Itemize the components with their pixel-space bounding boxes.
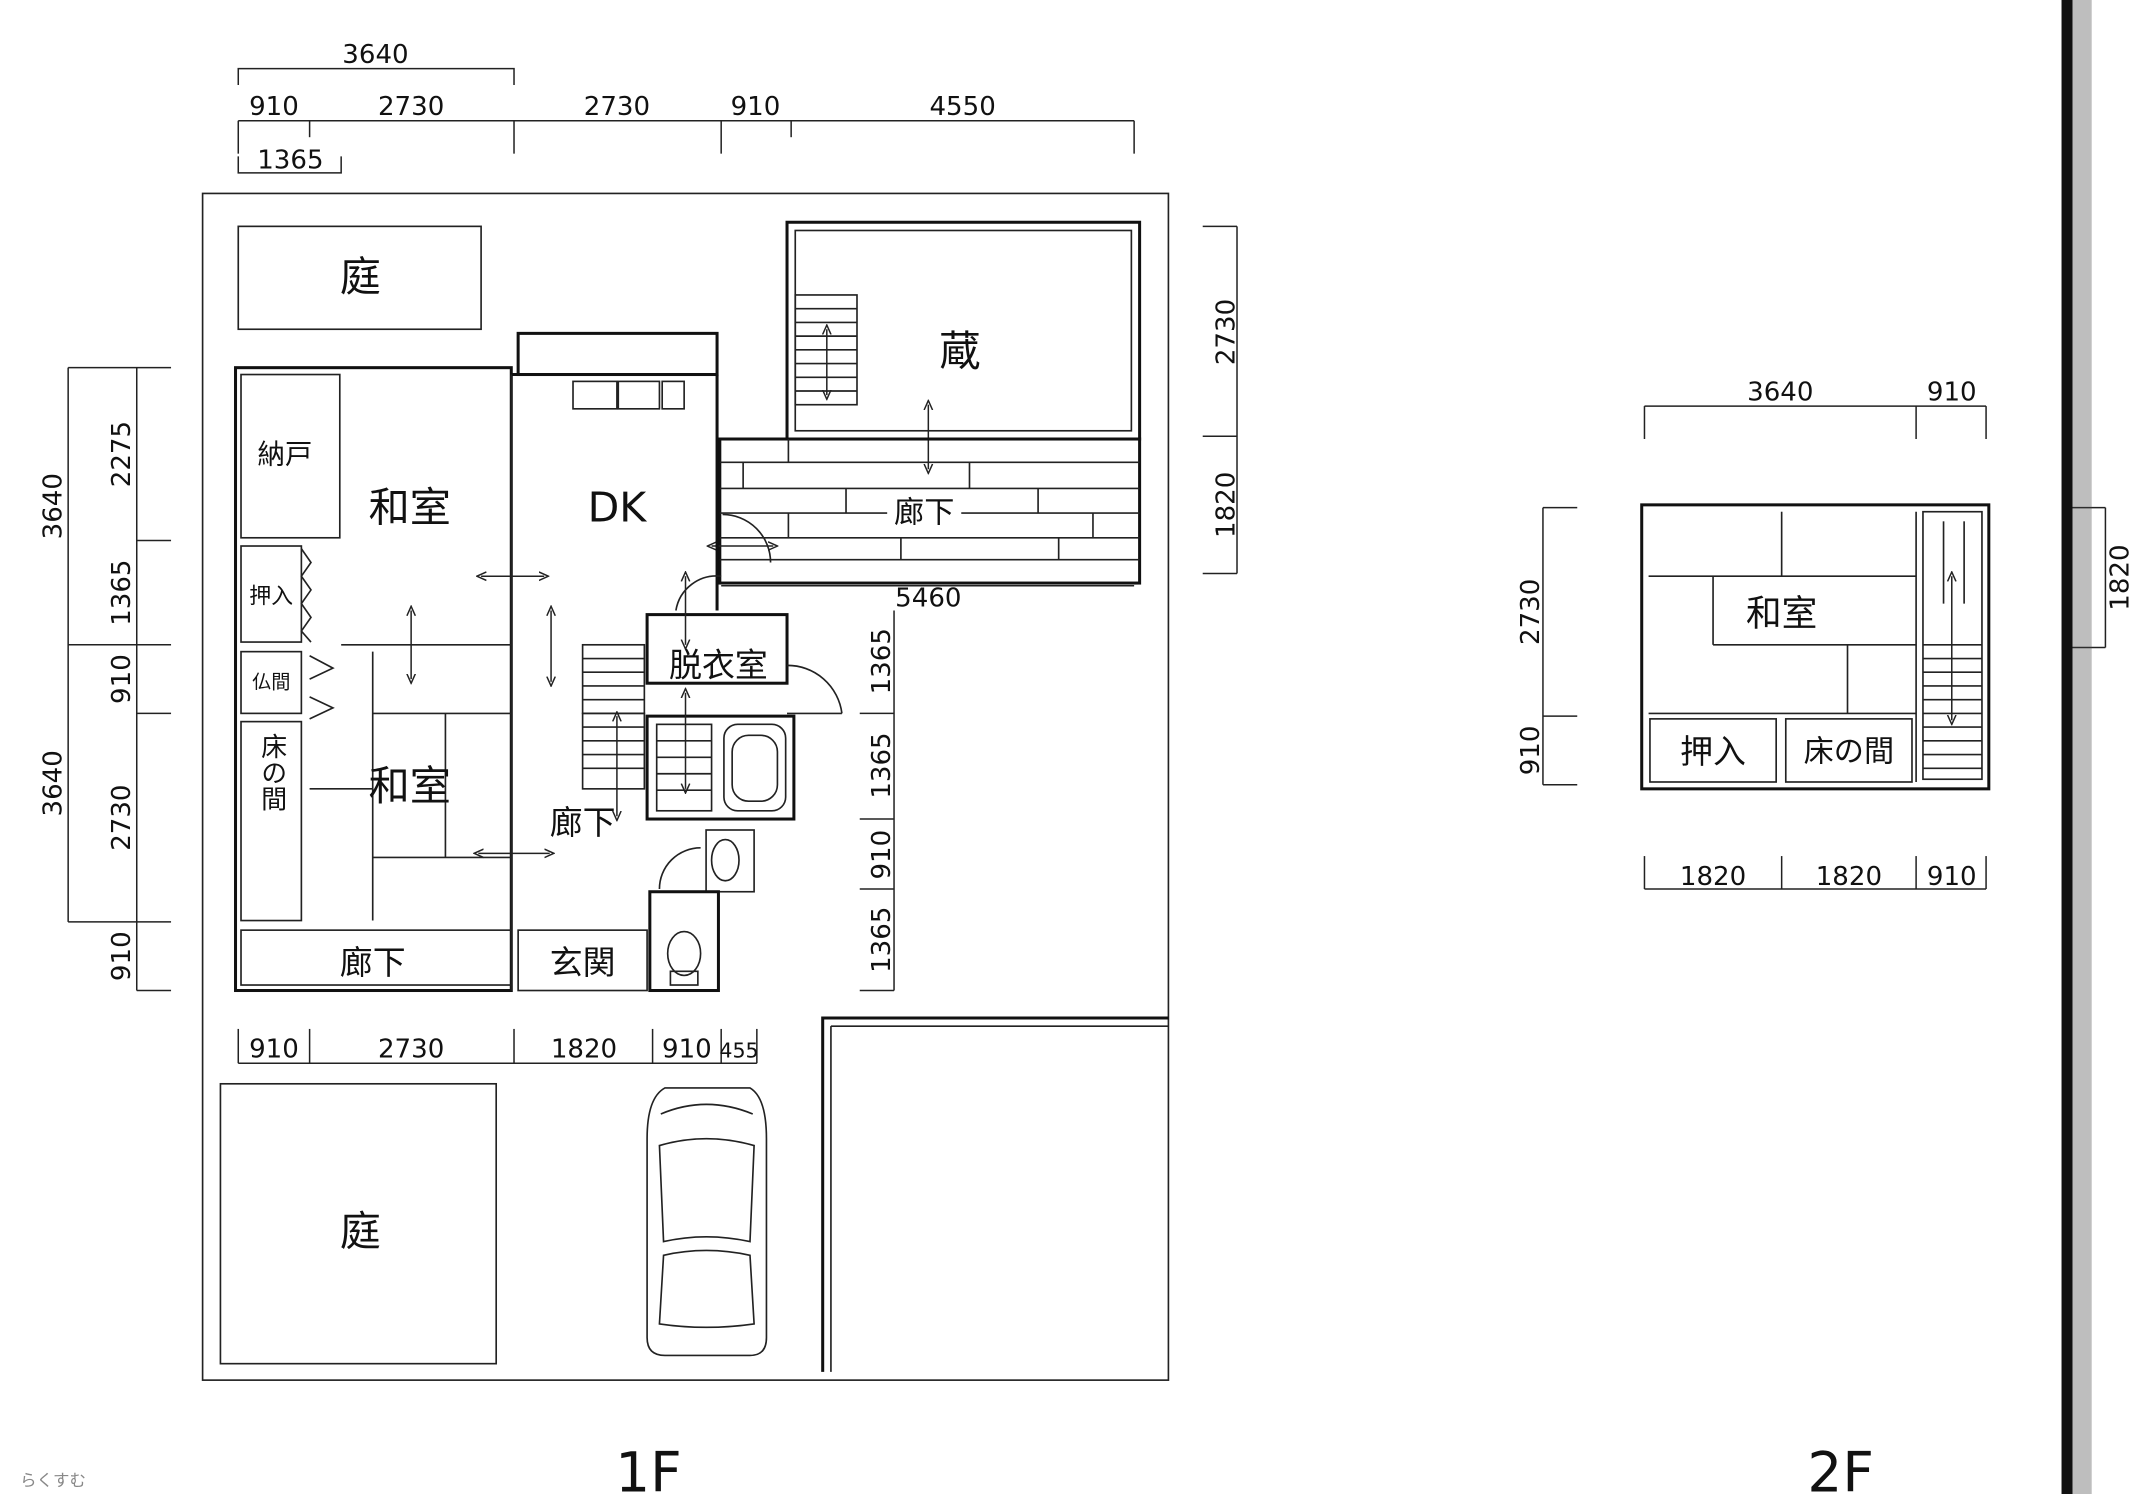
closet-1f-label: 押入 bbox=[249, 585, 293, 610]
stairs-lower bbox=[581, 712, 646, 790]
hall-south bbox=[240, 929, 513, 986]
tokonoma-1f bbox=[240, 720, 303, 922]
garden-bottom-label: 庭 bbox=[340, 1208, 381, 1256]
dim-left-inner-3: 2730 bbox=[107, 785, 137, 851]
washitsu-2-label: 和室 bbox=[369, 762, 451, 810]
floor-1-label: 1F bbox=[615, 1440, 681, 1494]
dim-2f-left-1: 910 bbox=[1516, 726, 1546, 776]
dim-bottom-4: 455 bbox=[719, 1039, 758, 1063]
sink bbox=[572, 380, 618, 410]
closet-1f bbox=[240, 545, 303, 643]
dim-2f-right-0: 1820 bbox=[2106, 544, 2136, 610]
dim-bottom-2: 1820 bbox=[551, 1035, 617, 1065]
dim-hall: 5460 bbox=[895, 583, 961, 613]
dim-top-2-1: 2730 bbox=[378, 92, 444, 122]
dim-top-3-0: 1365 bbox=[257, 146, 323, 176]
floor-2-label: 2F bbox=[1807, 1440, 1873, 1494]
bathtub-icon bbox=[723, 723, 787, 812]
dim-bottom-0: 910 bbox=[249, 1035, 299, 1065]
dim-left-inner-1: 1365 bbox=[107, 560, 137, 626]
stove-icon bbox=[661, 380, 685, 410]
dim-2f-bottom-2: 910 bbox=[1927, 862, 1977, 892]
dim-right-kura-0: 2730 bbox=[1211, 299, 1241, 365]
washitsu-1-label: 和室 bbox=[369, 483, 451, 531]
floor-1-dimensions: 3640 910 2730 2730 910 4550 1365 3640 36… bbox=[38, 40, 1241, 1065]
floor-1-plan: 庭 蔵 廊下 bbox=[201, 192, 1170, 1499]
dim-left-inner-0: 2275 bbox=[107, 421, 137, 487]
tokonoma-1f-label: 床の間 bbox=[256, 733, 287, 811]
site-boundary bbox=[201, 192, 1170, 1381]
hall-north bbox=[718, 437, 1142, 585]
dim-left-outer-0: 3640 bbox=[38, 473, 68, 539]
dim-right-mid-3: 1365 bbox=[867, 907, 897, 973]
hall-north-label: 廊下 bbox=[894, 496, 954, 531]
dim-top-2-0: 910 bbox=[249, 92, 299, 122]
floor-2-dimensions: 3640 910 2730 910 1820 1820 1820 910 bbox=[1516, 378, 2136, 892]
dim-top-2-2: 2730 bbox=[584, 92, 650, 122]
dim-top-2-3: 910 bbox=[731, 92, 781, 122]
floor-2-outline bbox=[1640, 503, 1991, 791]
dk-window-bay bbox=[516, 331, 719, 377]
dim-left-inner-4: 910 bbox=[107, 931, 137, 981]
car-icon bbox=[646, 1087, 768, 1357]
garden-bottom bbox=[219, 1082, 498, 1365]
tokonoma-2f-label: 床の間 bbox=[1804, 734, 1895, 769]
entrance-label: 玄関 bbox=[550, 943, 616, 982]
dim-bottom-3: 910 bbox=[662, 1035, 712, 1065]
storehouse-label: 蔵 bbox=[939, 327, 980, 375]
stairs-upper bbox=[581, 643, 646, 715]
butsuma-label: 仏間 bbox=[252, 671, 290, 694]
garden-top bbox=[237, 225, 482, 331]
parking-divider bbox=[821, 1016, 1169, 1372]
bathroom bbox=[645, 714, 796, 821]
dim-2f-bottom-1: 1820 bbox=[1816, 862, 1882, 892]
closet-2f bbox=[1649, 718, 1777, 783]
butsuma bbox=[240, 650, 303, 715]
toilet-room bbox=[648, 890, 720, 993]
storage-label: 納戸 bbox=[257, 440, 312, 471]
dim-2f-top-1: 910 bbox=[1927, 378, 1977, 408]
dim-top-2-4: 4550 bbox=[929, 92, 995, 122]
hall-south-label: 廊下 bbox=[340, 943, 406, 982]
toilet-icon bbox=[666, 930, 702, 977]
dim-2f-left-0: 2730 bbox=[1516, 579, 1546, 645]
dim-top-1-0: 3640 bbox=[342, 40, 408, 70]
garden-top-label: 庭 bbox=[340, 253, 381, 301]
closet-2f-label: 押入 bbox=[1680, 732, 1746, 771]
dim-right-mid-2: 910 bbox=[867, 830, 897, 880]
scan-edge bbox=[2061, 0, 2073, 1494]
dim-bottom-1: 2730 bbox=[378, 1035, 444, 1065]
dressing-room bbox=[645, 613, 789, 685]
counter bbox=[617, 380, 661, 410]
dk-label: DK bbox=[588, 483, 648, 531]
washbasin-icon bbox=[705, 829, 755, 893]
dim-2f-top-0: 3640 bbox=[1747, 378, 1813, 408]
dim-left-outer-1: 3640 bbox=[38, 750, 68, 816]
storage-room bbox=[240, 373, 341, 539]
center-stair-treads bbox=[582, 657, 645, 770]
dim-right-mid-1: 1365 bbox=[867, 732, 897, 798]
hall-center-label: 廊下 bbox=[550, 803, 616, 842]
dressing-label: 脱衣室 bbox=[669, 645, 768, 684]
entrance bbox=[517, 929, 648, 992]
washitsu-2f-label: 和室 bbox=[1746, 594, 1817, 635]
dim-right-mid-0: 1365 bbox=[867, 628, 897, 694]
tokonoma-2f bbox=[1784, 718, 1913, 783]
dim-2f-bottom-0: 1820 bbox=[1680, 862, 1746, 892]
dim-right-kura-1: 1820 bbox=[1211, 472, 1241, 538]
dim-left-inner-2: 910 bbox=[107, 654, 137, 704]
brand-mark: らくすむ bbox=[20, 1471, 86, 1490]
floor-2-plan: 和室 押入 床の間 2F bbox=[1640, 503, 1991, 1499]
